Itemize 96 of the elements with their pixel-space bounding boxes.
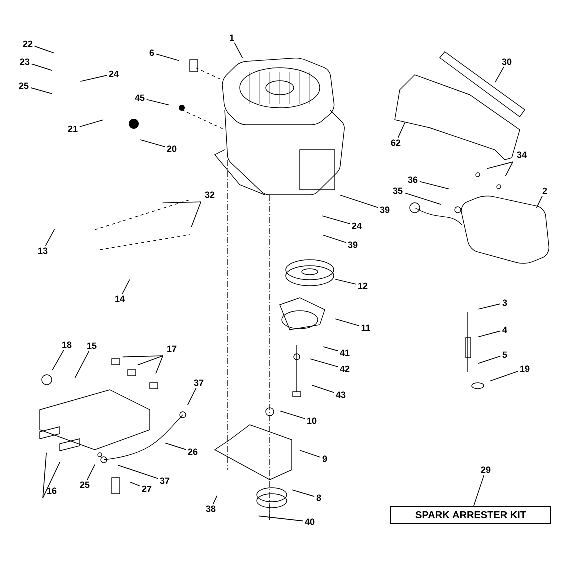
callout-number: 9 (322, 456, 328, 462)
callout-number: 17 (168, 346, 177, 352)
callout-number: 11 (362, 324, 370, 332)
callout-number: 13 (38, 248, 48, 254)
callout-number: 6 (150, 50, 154, 56)
leader-line (340, 195, 378, 208)
leader-line (213, 496, 218, 504)
leader-line (34, 46, 55, 54)
leader-line (80, 120, 104, 128)
leader-line (118, 465, 158, 480)
leader-line (474, 474, 485, 506)
leader-line (45, 229, 56, 246)
leader-line (156, 356, 164, 374)
leader-line (138, 356, 164, 366)
leader-line (478, 356, 501, 364)
callout-number: 1 (230, 34, 234, 42)
leader-line (52, 350, 64, 371)
callout-number: 30 (502, 58, 512, 66)
leader-line (80, 75, 108, 82)
callout-number: 34 (517, 152, 527, 158)
callout-number: 2 (542, 188, 548, 194)
callout-number: 32 (205, 192, 215, 198)
callout-number: 40 (305, 518, 315, 526)
leader-line (258, 516, 304, 522)
leader-line (292, 490, 315, 498)
leader-line (74, 350, 90, 379)
callout-number: 27 (142, 486, 152, 492)
leader-line (191, 202, 202, 228)
leader-line (404, 192, 442, 206)
leader-line (505, 162, 514, 177)
callout-number: 19 (520, 366, 530, 372)
callout-number: 41 (340, 350, 350, 356)
leader-line (162, 202, 202, 204)
leader-line (335, 318, 360, 326)
leader-line (536, 196, 543, 208)
leader-line (42, 462, 60, 498)
leader-line (300, 450, 321, 458)
callout-number: 43 (336, 392, 346, 398)
leader-line (140, 140, 166, 148)
leader-line (323, 235, 346, 244)
leader-line (495, 66, 504, 83)
leader-line (335, 279, 356, 285)
leader-line (156, 54, 180, 62)
leader-line (312, 385, 334, 394)
leader-line (30, 88, 53, 94)
leader-line (32, 64, 53, 72)
callout-number: 4 (502, 326, 508, 334)
leader-line (188, 388, 197, 406)
callout-number: 24 (352, 222, 362, 230)
leader-line (310, 358, 338, 368)
leader-line (478, 330, 501, 338)
leader-line (280, 410, 306, 420)
callout-number: 39 (380, 206, 390, 214)
leader-line (478, 304, 501, 310)
leader-line (42, 452, 47, 498)
leader-line (322, 216, 350, 224)
callout-number: 26 (188, 448, 198, 456)
callout-number: 45 (135, 94, 145, 102)
callout-number: 24 (109, 70, 119, 78)
callout-number: 29 (481, 466, 491, 474)
leader-line (323, 346, 338, 352)
callout-number: 8 (316, 494, 322, 502)
callout-number: 12 (358, 282, 368, 290)
callout-number: 39 (348, 242, 358, 248)
callout-number: 37 (194, 380, 204, 386)
leader-line (122, 279, 130, 294)
leader-line (398, 122, 406, 138)
callout-number: 36 (408, 176, 418, 184)
leader-line (234, 42, 244, 59)
kit-label-box: SPARK ARRESTER KIT (390, 506, 552, 524)
leader-line (490, 371, 518, 382)
leader-line (420, 181, 450, 190)
leader-line (146, 99, 170, 106)
callout-number: 20 (167, 146, 177, 152)
callout-number: 10 (308, 418, 317, 424)
leader-line (130, 482, 140, 487)
callout-number: 15 (88, 342, 97, 350)
callout-number: 35 (393, 188, 403, 194)
callout-number: 38 (206, 506, 216, 512)
callout-number: 18 (62, 342, 72, 348)
leader-line (486, 162, 514, 170)
callout-number: 22 (23, 40, 33, 48)
callout-number: 25 (80, 482, 90, 488)
leader-line (122, 356, 164, 358)
callout-number: 42 (340, 366, 350, 372)
callout-number: 23 (20, 58, 30, 66)
callout-number: 62 (391, 140, 401, 146)
callout-number: 21 (68, 126, 78, 132)
callout-number: 5 (502, 352, 508, 358)
callout-number: 25 (19, 82, 29, 90)
leader-line (87, 464, 96, 480)
callout-number: 16 (48, 488, 57, 494)
leader-line (165, 442, 186, 450)
callout-number: 14 (116, 296, 125, 302)
callout-number: 3 (502, 300, 508, 306)
callout-number: 37 (160, 478, 170, 484)
